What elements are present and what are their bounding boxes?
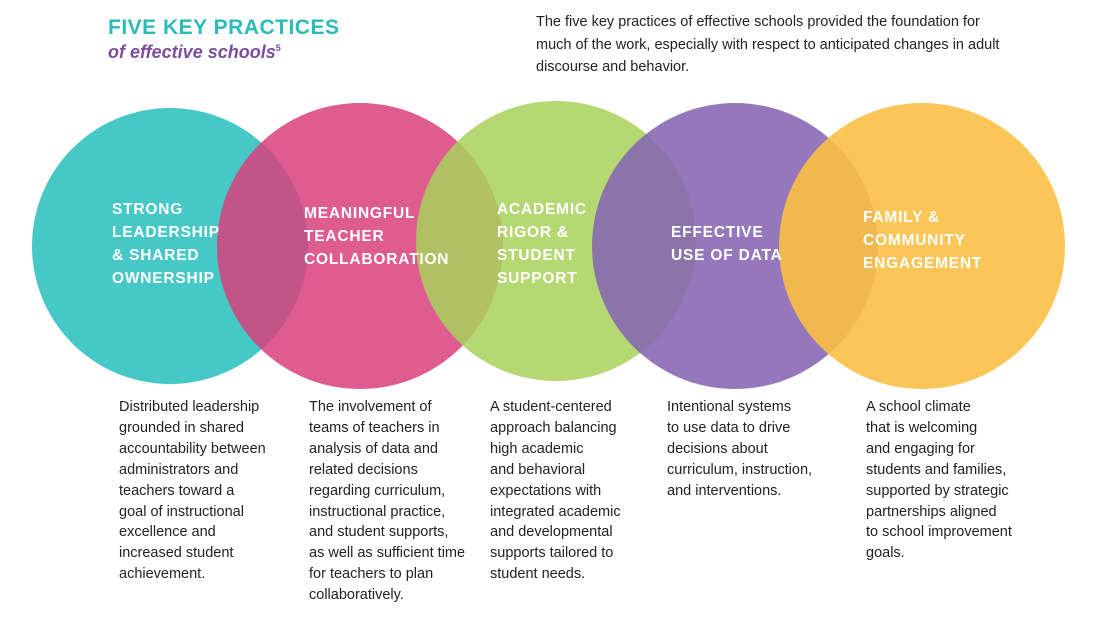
intro-paragraph: The five key practices of effective scho… bbox=[536, 14, 1000, 75]
footnote-marker: 5 bbox=[275, 43, 281, 53]
circle-family-engagement bbox=[779, 103, 1065, 389]
description-strong-leadership: Distributed leadership grounded in share… bbox=[119, 399, 266, 583]
subtitle-text: of effective schools bbox=[108, 42, 276, 62]
description-academic-rigor: A student-centered approach balancing hi… bbox=[490, 399, 621, 583]
label-academic-rigor: ACADEMIC RIGOR & STUDENT SUPPORT bbox=[497, 201, 587, 287]
description-teacher-collaboration: The involvement of teams of teachers in … bbox=[309, 399, 466, 604]
circle-teacher-collaboration bbox=[217, 103, 503, 389]
label-strong-leadership: STRONG LEADERSHIP & SHARED OWNERSHIP bbox=[112, 201, 220, 287]
page-subtitle: of effective schools5 bbox=[108, 42, 281, 63]
description-use-of-data: Intentional systems to use data to drive… bbox=[667, 399, 813, 499]
label-family-engagement: FAMILY & COMMUNITY ENGAGEMENT bbox=[863, 209, 983, 272]
label-use-of-data: EFFECTIVE USE OF DATA bbox=[671, 224, 783, 264]
page-title: FIVE KEY PRACTICES bbox=[108, 16, 340, 39]
label-teacher-collaboration: MEANINGFUL TEACHER COLLABORATION bbox=[304, 205, 450, 268]
description-family-engagement: A school climate that is welcoming and e… bbox=[866, 399, 1012, 562]
